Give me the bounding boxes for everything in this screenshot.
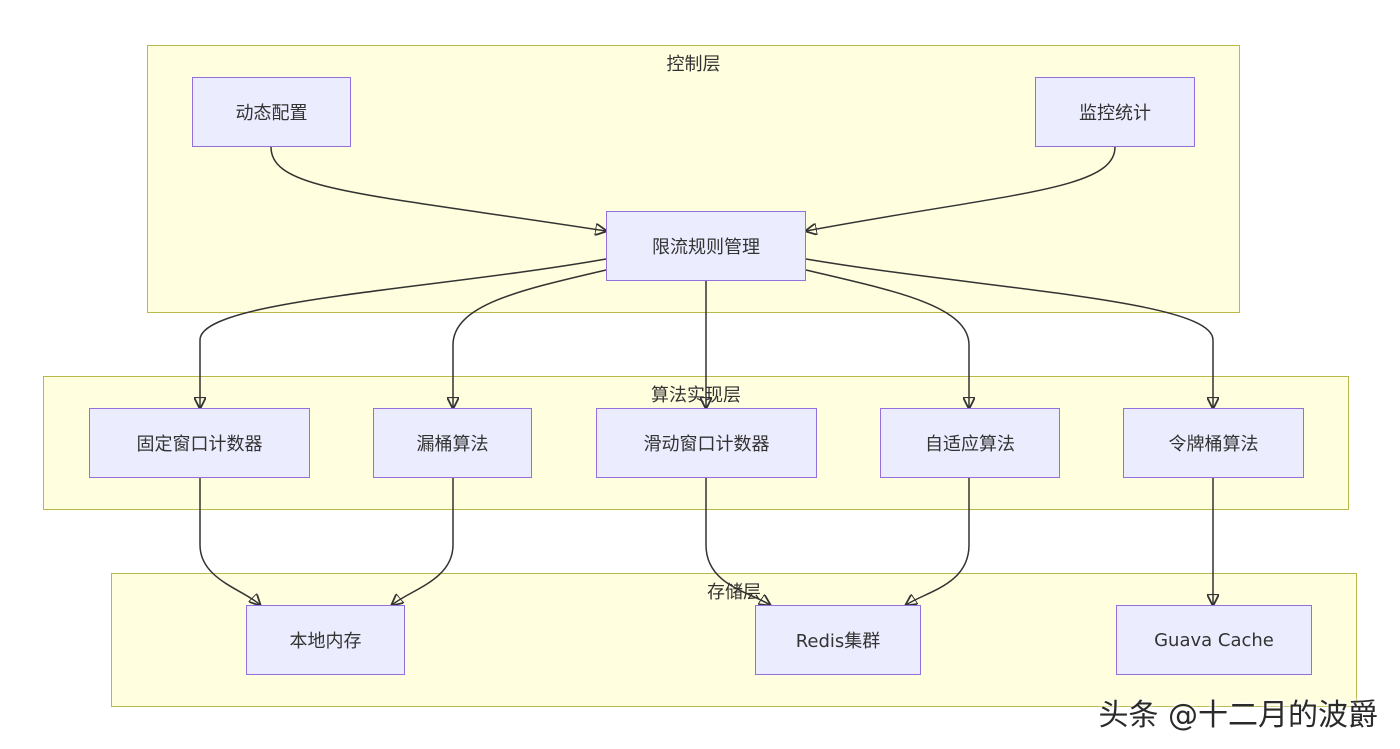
node-fixed-window-counter[interactable]: 固定窗口计数器: [89, 408, 310, 478]
edge-rule-mgmt-to-adaptive: [805, 269, 969, 408]
storage-layer-title: 存储层: [707, 582, 761, 603]
node-dynamic-config[interactable]: 动态配置: [192, 77, 351, 147]
node-guava-cache[interactable]: Guava Cache: [1116, 605, 1312, 675]
node-adaptive-algorithm[interactable]: 自适应算法: [880, 408, 1060, 478]
edge-rule-mgmt-to-leaky-bucket: [453, 269, 607, 408]
edge-sliding-window-to-redis: [705, 477, 770, 605]
edge-rule-mgmt-to-token-bucket: [805, 258, 1213, 408]
edge-rule-mgmt-to-fixed-window: [200, 258, 607, 408]
node-token-bucket[interactable]: 令牌桶算法: [1123, 408, 1304, 478]
node-rule-management[interactable]: 限流规则管理: [606, 211, 806, 281]
edge-leaky-bucket-to-local-memory: [392, 477, 454, 605]
edge-monitor-stats-to-rule-mgmt: [806, 146, 1116, 231]
edge-fixed-window-to-local-memory: [199, 477, 260, 605]
node-sliding-window-counter[interactable]: 滑动窗口计数器: [596, 408, 817, 478]
control-layer-title: 控制层: [666, 54, 721, 75]
node-monitor-stats[interactable]: 监控统计: [1035, 77, 1195, 147]
node-local-memory[interactable]: 本地内存: [246, 605, 405, 675]
algorithm-layer-title: 算法实现层: [651, 385, 741, 406]
node-redis-cluster[interactable]: Redis集群: [755, 605, 921, 675]
watermark-text: 头条 @十二月的波爵: [1098, 698, 1378, 733]
edge-adaptive-to-redis: [906, 477, 970, 605]
node-leaky-bucket[interactable]: 漏桶算法: [373, 408, 532, 478]
edge-dynamic-config-to-rule-mgmt: [270, 146, 606, 231]
